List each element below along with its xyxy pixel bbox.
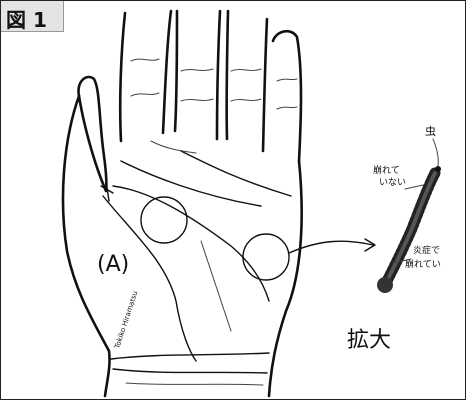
region-marker-a: (A) bbox=[97, 252, 129, 277]
zoom-label: 拡大 bbox=[347, 328, 391, 353]
intact-annotation-line2: いない bbox=[379, 177, 406, 188]
inflamed-annotation-line1: 炎症で bbox=[413, 244, 440, 256]
bug-annotation: 虫 bbox=[425, 125, 436, 138]
inflamed-annotation-line2: 崩れてい bbox=[405, 258, 441, 270]
inspection-circle-left bbox=[141, 197, 187, 243]
inspection-circle-right bbox=[243, 234, 289, 280]
palm-lines bbox=[101, 141, 291, 361]
hand-outline bbox=[63, 11, 302, 396]
artist-signature: Tokiko Hiramatsu bbox=[113, 290, 139, 350]
finger-creases bbox=[131, 59, 297, 109]
intact-annotation-line1: 崩れて bbox=[373, 164, 400, 176]
